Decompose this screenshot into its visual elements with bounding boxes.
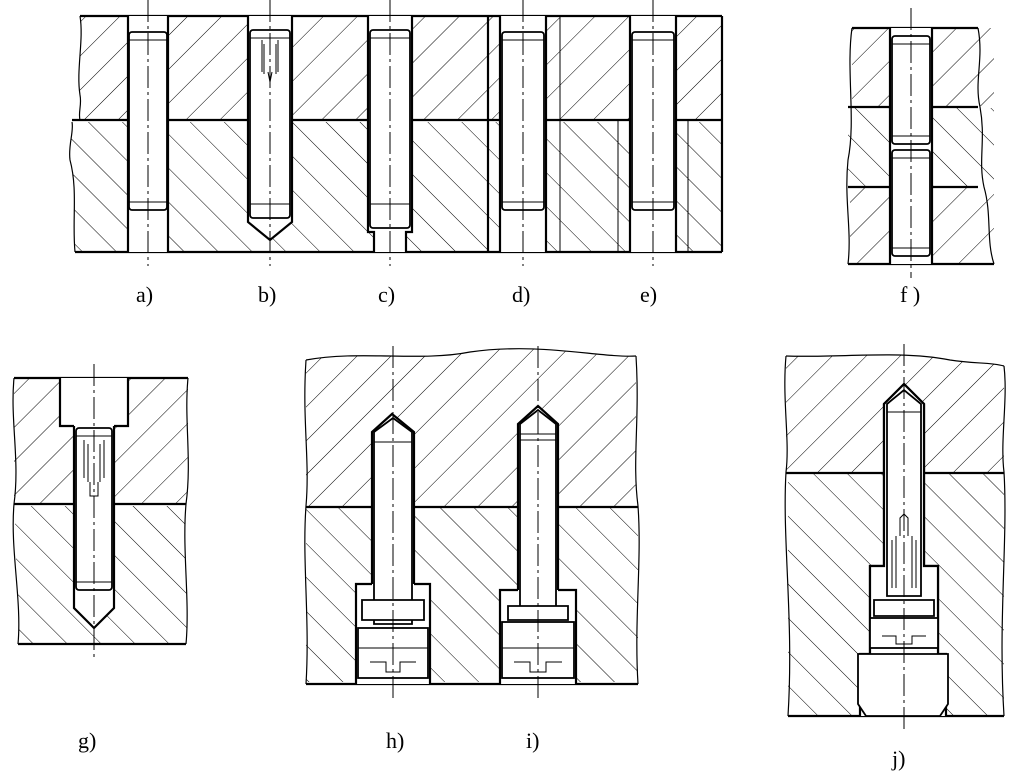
label-d: d) — [512, 282, 530, 307]
pin-d — [498, 0, 548, 266]
label-c: c) — [378, 282, 395, 307]
pin-e — [628, 0, 678, 266]
view-g: g) — [12, 364, 189, 753]
view-group-a-to-e: a) b) c) d) e) — [68, 0, 724, 307]
pin-b — [246, 0, 294, 266]
pin-h — [354, 346, 432, 700]
view-h-and-i: h) i) — [304, 346, 640, 753]
pin-i — [498, 346, 578, 700]
label-h: h) — [386, 728, 404, 753]
label-e: e) — [640, 282, 657, 307]
view-f: f ) — [846, 8, 995, 307]
label-j: j) — [891, 746, 905, 771]
pin-c — [366, 0, 414, 266]
label-f: f ) — [900, 282, 920, 307]
view-j: j) — [784, 344, 1006, 771]
label-i: i) — [526, 728, 539, 753]
pin-a — [126, 0, 170, 266]
label-a: a) — [136, 282, 153, 307]
label-g: g) — [78, 728, 96, 753]
label-b: b) — [258, 282, 276, 307]
